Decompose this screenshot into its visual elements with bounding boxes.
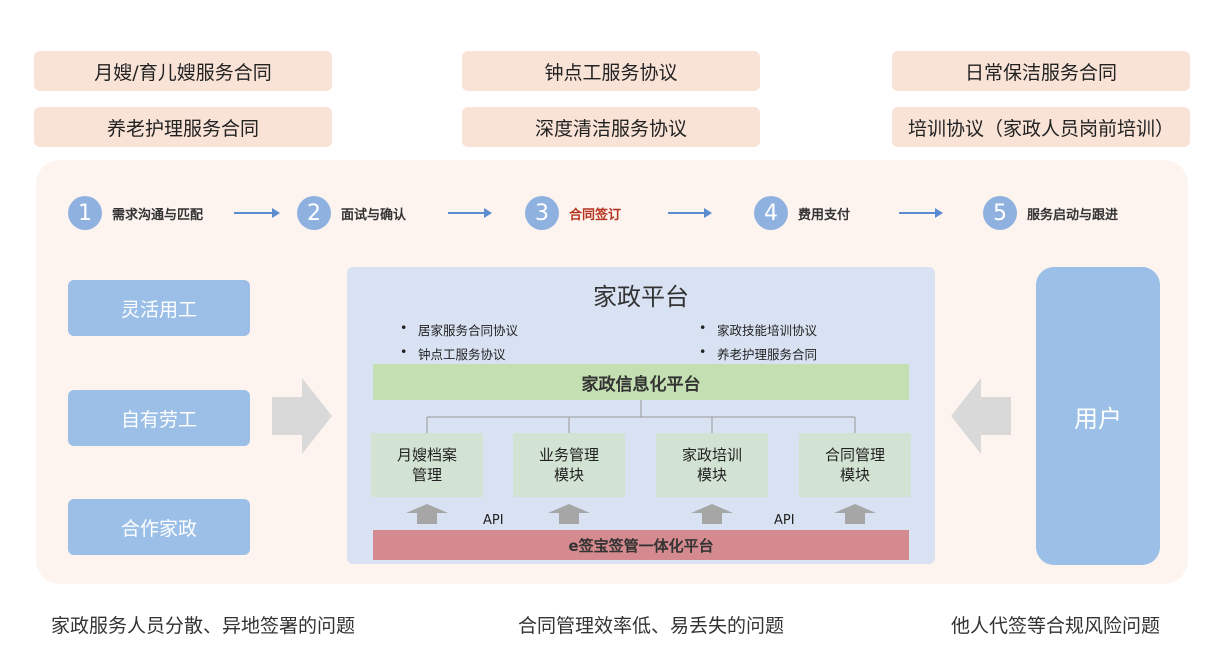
info-platform-bar: 家政信息化平台 bbox=[373, 364, 909, 400]
module-business-management: 业务管理模块 bbox=[513, 433, 625, 497]
contract-tag-elderly-care: 养老护理服务合同 bbox=[34, 107, 332, 147]
step-number: 3 bbox=[525, 196, 559, 230]
arrow-up-icon bbox=[548, 504, 590, 524]
bullet-item: 钟点工服务协议 bbox=[400, 344, 505, 363]
step-arrow bbox=[899, 208, 943, 218]
step-4: 4 费用支付 bbox=[754, 196, 850, 230]
step-3: 3 合同签订 bbox=[525, 196, 621, 230]
step-number: 2 bbox=[297, 196, 331, 230]
step-label: 面试与确认 bbox=[341, 207, 407, 223]
contract-tag-training: 培训协议（家政人员岗前培训） bbox=[892, 107, 1190, 147]
contract-tag-hourly: 钟点工服务协议 bbox=[462, 51, 760, 91]
contract-tag-deep-clean: 深度清洁服务协议 bbox=[462, 107, 760, 147]
module-line: 模块 bbox=[839, 466, 870, 484]
bullet-item: 居家服务合同协议 bbox=[400, 320, 518, 339]
step-label: 合同签订 bbox=[569, 207, 622, 223]
api-label: API bbox=[483, 513, 504, 528]
problem-contract-efficiency: 合同管理效率低、易丢失的问题 bbox=[518, 615, 785, 637]
arrow-right-icon bbox=[272, 378, 332, 454]
source-flexible-labor: 灵活用工 bbox=[68, 280, 250, 336]
module-line: 模块 bbox=[553, 466, 584, 484]
esign-platform-bar: e签宝签管一体化平台 bbox=[373, 530, 909, 560]
module-contract-management: 合同管理模块 bbox=[799, 433, 911, 497]
contract-tag-yuesao: 月嫂/育儿嫂服务合同 bbox=[34, 51, 332, 91]
bullet-item: 家政技能培训协议 bbox=[699, 320, 817, 339]
step-1: 1 需求沟通与匹配 bbox=[68, 196, 203, 230]
platform-title: 家政平台 bbox=[593, 283, 689, 311]
source-partner-agency: 合作家政 bbox=[68, 499, 250, 555]
step-arrow bbox=[234, 208, 280, 218]
step-label: 需求沟通与匹配 bbox=[112, 207, 204, 223]
module-line: 月嫂档案 bbox=[396, 446, 457, 464]
api-label: API bbox=[774, 513, 795, 528]
user-box: 用户 bbox=[1036, 267, 1160, 565]
module-line: 家政培训 bbox=[681, 446, 742, 464]
module-line: 模块 bbox=[696, 466, 727, 484]
module-line: 合同管理 bbox=[824, 446, 885, 464]
step-number: 5 bbox=[983, 196, 1017, 230]
step-2: 2 面试与确认 bbox=[297, 196, 406, 230]
arrow-up-icon bbox=[834, 504, 876, 524]
module-training: 家政培训模块 bbox=[656, 433, 768, 497]
problem-dispersed-signing: 家政服务人员分散、异地签署的问题 bbox=[51, 615, 356, 637]
module-line: 业务管理 bbox=[538, 446, 599, 464]
arrow-up-icon bbox=[691, 504, 733, 524]
problem-compliance-risk: 他人代签等合规风险问题 bbox=[951, 615, 1161, 637]
arrow-left-icon bbox=[951, 378, 1011, 454]
source-own-labor: 自有劳工 bbox=[68, 390, 250, 446]
step-label: 服务启动与跟进 bbox=[1027, 207, 1119, 223]
step-arrow bbox=[448, 208, 492, 218]
step-label: 费用支付 bbox=[798, 207, 851, 223]
step-5: 5 服务启动与跟进 bbox=[983, 196, 1118, 230]
module-line: 管理 bbox=[411, 466, 442, 484]
step-number: 4 bbox=[754, 196, 788, 230]
step-number: 1 bbox=[68, 196, 102, 230]
bullet-item: 养老护理服务合同 bbox=[699, 344, 817, 363]
contract-tag-daily-clean: 日常保洁服务合同 bbox=[892, 51, 1190, 91]
arrow-up-icon bbox=[406, 504, 448, 524]
module-yuesao-records: 月嫂档案管理 bbox=[371, 433, 483, 497]
step-arrow bbox=[668, 208, 712, 218]
